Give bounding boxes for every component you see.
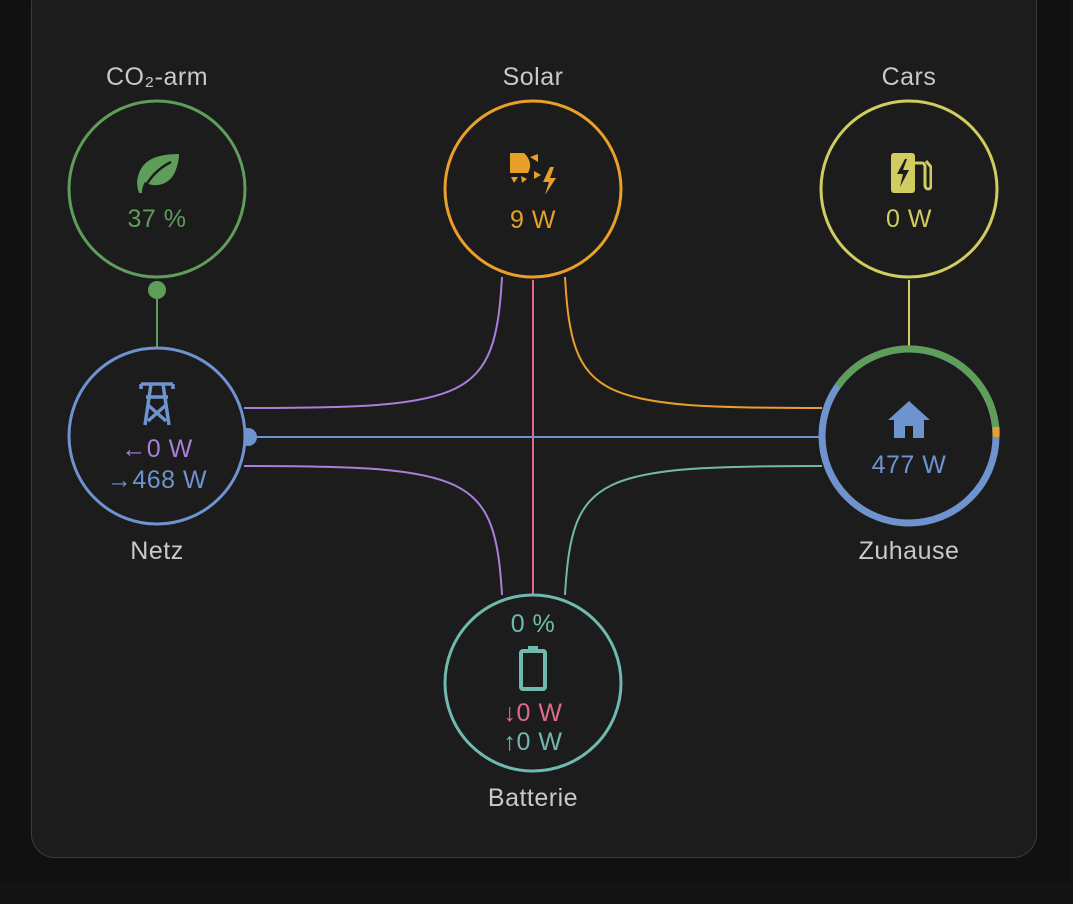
flow-battery-home — [564, 465, 823, 596]
flow-dot-co2 — [148, 281, 166, 299]
co2-circle[interactable] — [67, 99, 247, 279]
cars-label: Cars — [881, 63, 937, 91]
transmission-tower-icon — [139, 382, 175, 426]
cars-value: 0 W — [886, 205, 932, 233]
battery-icon — [519, 646, 547, 691]
solar-value: 9 W — [510, 206, 556, 234]
grid-label: Netz — [130, 537, 184, 565]
grid-circle[interactable] — [67, 346, 247, 526]
solar-circle[interactable] — [443, 99, 623, 279]
battery-out-row: ↑0 W — [433, 728, 633, 757]
grid-consume-value: 468 W — [132, 466, 208, 494]
grid-consume-row: →468 W — [57, 466, 257, 495]
ev-station-icon — [891, 153, 932, 193]
leaf-icon — [137, 154, 179, 193]
grid-return-value: 0 W — [146, 435, 193, 463]
home-value: 477 W — [871, 451, 947, 479]
co2-label: CO₂-arm — [105, 63, 209, 91]
battery-out-value: 0 W — [516, 728, 563, 756]
home-label: Zuhause — [858, 537, 960, 565]
battery-label: Batterie — [487, 784, 579, 812]
flow-grid-battery — [243, 465, 503, 596]
home-ring-co2 — [835, 345, 1000, 431]
arrow-up-icon: ↑ — [503, 728, 517, 756]
home-icon — [888, 401, 930, 438]
battery-in-row: ↓0 W — [433, 699, 633, 728]
arrow-left-icon: ← — [121, 435, 147, 463]
battery-circle[interactable] — [443, 593, 623, 773]
co2-value: 37 % — [127, 205, 187, 233]
battery-in-value: 0 W — [516, 699, 563, 727]
solar-power-icon — [510, 153, 556, 195]
battery-soc: 0 % — [510, 610, 556, 638]
flow-solar-home — [564, 276, 823, 409]
flow-solar-grid — [243, 276, 503, 409]
solar-label: Solar — [502, 63, 564, 91]
grid-return-row: ←0 W — [57, 435, 257, 464]
arrow-right-icon: → — [106, 466, 133, 494]
arrow-down-icon: ↓ — [503, 699, 517, 727]
